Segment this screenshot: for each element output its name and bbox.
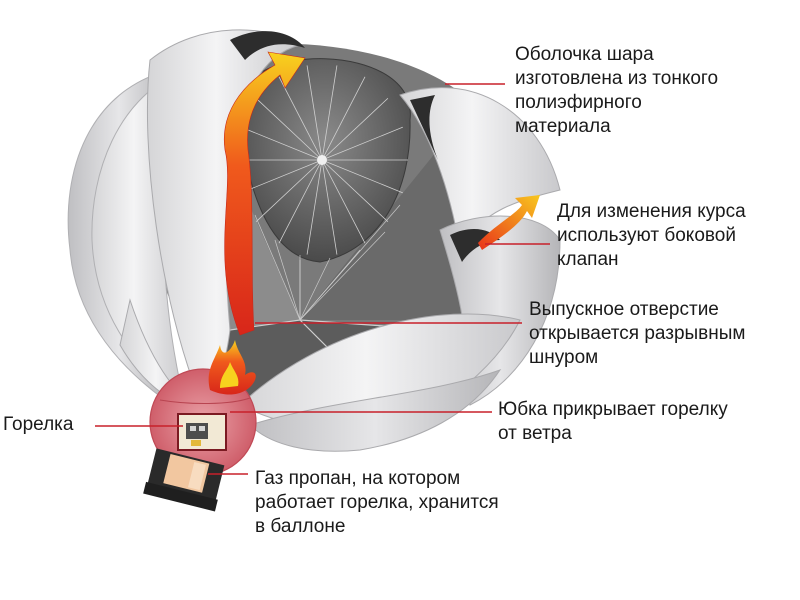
vent-label: Выпускное отверстие открывается разрывны… — [529, 298, 746, 370]
envelope-label-line: полиэфирного — [515, 91, 718, 115]
propane-label: Газ пропан, на котором работает горелка,… — [255, 467, 499, 539]
side-valve-label-line: используют боковой — [557, 224, 746, 248]
vent-center — [317, 155, 327, 165]
burner-label-line: Горелка — [3, 413, 73, 437]
vent-label-line: шнуром — [529, 346, 746, 370]
burner-label: Горелка — [3, 413, 73, 437]
side-valve-label: Для изменения курса используют боковой к… — [557, 200, 746, 272]
side-valve-label-line: клапан — [557, 248, 746, 272]
burner — [178, 414, 226, 450]
envelope-label-line: материала — [515, 115, 718, 139]
envelope-label-line: Оболочка шара — [515, 43, 718, 67]
propane-label-line: в баллоне — [255, 515, 499, 539]
skirt-label-line: от ветра — [498, 422, 728, 446]
propane-label-line: работает горелка, хранится — [255, 491, 499, 515]
vent-label-line: Выпускное отверстие — [529, 298, 746, 322]
skirt-label-line: Юбка прикрывает горелку — [498, 398, 728, 422]
skirt-label: Юбка прикрывает горелку от ветра — [498, 398, 728, 446]
side-valve-label-line: Для изменения курса — [557, 200, 746, 224]
envelope-label: Оболочка шара изготовлена из тонкого пол… — [515, 43, 718, 139]
propane-label-line: Газ пропан, на котором — [255, 467, 499, 491]
vent-label-line: открывается разрывным — [529, 322, 746, 346]
envelope-label-line: изготовлена из тонкого — [515, 67, 718, 91]
